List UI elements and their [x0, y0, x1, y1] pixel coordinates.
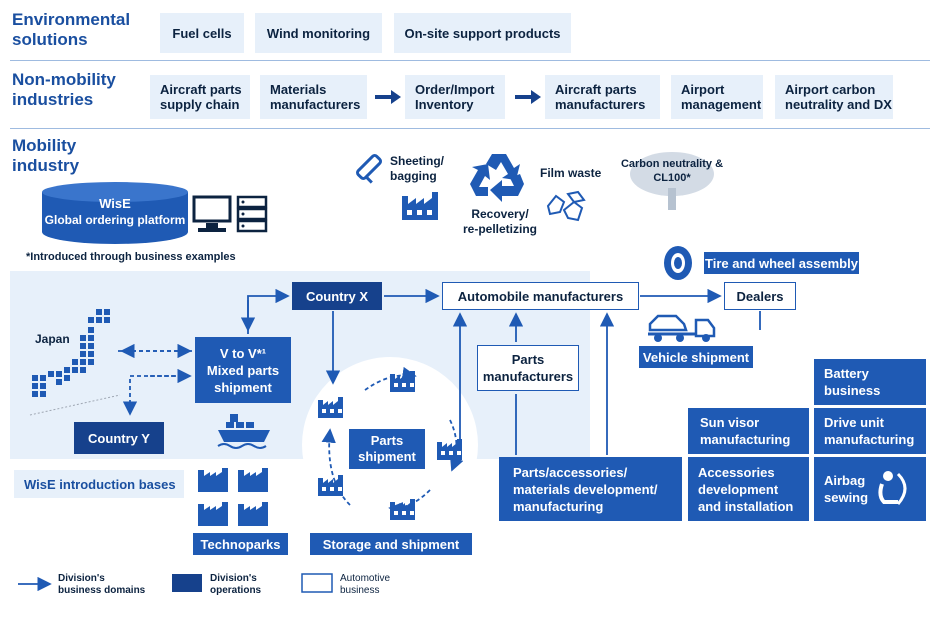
nonmob-item-materials-manufacturers: Materials manufacturers	[260, 75, 367, 119]
legend-operations: Division's operations	[210, 573, 262, 596]
box-parts-development: Parts/accessories/ materials development…	[499, 457, 682, 521]
film-waste-icon	[546, 190, 586, 222]
box-dealers: Dealers	[724, 282, 796, 310]
box-automobile-manufacturers: Automobile manufacturers	[442, 282, 639, 310]
label-film-waste: Film waste	[540, 166, 602, 180]
box-wise-bases: WisE introduction bases	[14, 470, 184, 498]
nonmob-item-aircraft-parts-manufacturers: Aircraft parts manufacturers	[545, 75, 660, 119]
footnote: *Introduced through business examples	[26, 251, 236, 263]
label-carbon-neutrality: Carbon neutrality & CL100*	[620, 158, 724, 184]
box-country-x: Country X	[292, 282, 382, 310]
database-icon	[42, 182, 188, 244]
label-sheeting-bagging: Sheeting/ bagging	[390, 154, 445, 183]
box-vehicle-shipment: Vehicle shipment	[639, 346, 753, 368]
env-item-fuel-cells: Fuel cells	[160, 13, 244, 53]
factory-icon	[402, 192, 438, 220]
box-accessories: Accessories development and installation	[688, 457, 809, 521]
box-storage-shipment: Storage and shipment	[310, 533, 472, 555]
box-battery: Battery business	[814, 359, 926, 405]
computer-server-icon	[192, 195, 268, 233]
section-title-mobility: Mobility industry	[12, 136, 80, 175]
section-title-non-mobility: Non-mobility industries	[12, 70, 116, 109]
section-title-environmental: Environmental solutions	[12, 10, 131, 49]
ship-icon	[217, 414, 270, 449]
box-parts-manufacturers: Parts manufacturers	[477, 345, 579, 391]
legend-automotive: Automotive business	[340, 573, 391, 596]
label-recovery: Recovery/ re-pelletizing	[462, 207, 537, 236]
env-item-wind-monitoring: Wind monitoring	[255, 13, 382, 53]
airbag-seat-icon	[878, 471, 907, 505]
divider-environmental	[10, 60, 930, 61]
wise-title: WisE	[99, 196, 131, 211]
recycle-icon	[470, 154, 524, 202]
divider-non-mobility	[10, 128, 930, 129]
env-item-onsite-support: On-site support products	[394, 13, 571, 53]
wise-subtitle: Global ordering platform	[44, 213, 186, 227]
box-airbag: Airbag sewing	[814, 457, 926, 521]
tree-icon	[630, 152, 714, 210]
tire-icon	[664, 246, 692, 280]
nonmob-item-airport-carbon: Airport carbon neutrality and DX	[775, 75, 893, 119]
box-sun-visor: Sun visor manufacturing	[688, 408, 809, 454]
japan-map-icon	[32, 309, 110, 397]
box-country-y: Country Y	[74, 422, 164, 454]
box-drive-unit: Drive unit manufacturing	[814, 408, 926, 454]
nonmob-item-order-import: Order/Import Inventory	[405, 75, 505, 119]
film-roll-icon	[356, 154, 382, 184]
box-parts-shipment: Parts shipment	[349, 429, 425, 469]
nonmob-item-aircraft-supply-chain: Aircraft parts supply chain	[150, 75, 250, 119]
box-tire-wheel: Tire and wheel assembly	[704, 252, 859, 274]
technoparks-factories-icon	[198, 468, 268, 526]
box-technoparks: Technoparks	[193, 533, 288, 555]
box-v-to-v: V to V*¹ Mixed parts shipment	[195, 337, 291, 403]
legend-domains: Division's business domains	[58, 573, 146, 596]
nonmob-item-airport-management: Airport management	[671, 75, 763, 119]
label-japan: Japan	[35, 332, 70, 346]
car-carrier-icon	[648, 314, 716, 342]
